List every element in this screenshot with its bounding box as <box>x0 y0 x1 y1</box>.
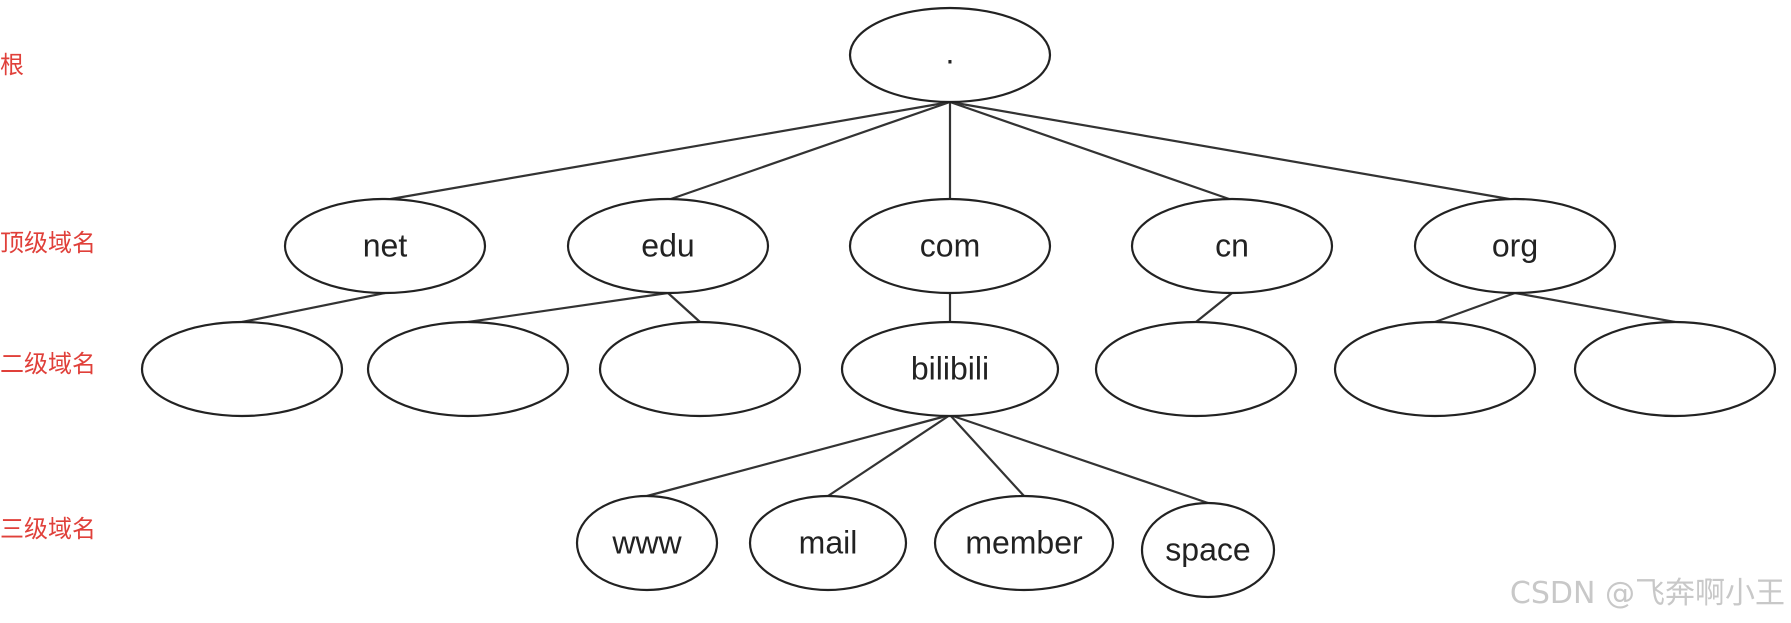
watermark-text: CSDN @飞奔啊小王 <box>1510 576 1785 611</box>
node-org-ellipse <box>1413 197 1617 295</box>
node-edu: edu <box>566 197 770 295</box>
node-net-child <box>140 320 344 418</box>
level-label-root: 根 <box>0 51 24 79</box>
node-mail: mail <box>748 494 908 592</box>
edge-bilibili-space <box>949 413 1209 505</box>
node-root-label: . <box>946 34 955 70</box>
node-org-child-1-ellipse <box>1333 320 1537 418</box>
node-www: www <box>575 494 719 592</box>
node-member: member <box>933 494 1115 592</box>
node-mail-label: mail <box>799 524 858 560</box>
node-com-ellipse <box>848 197 1052 295</box>
node-cn: cn <box>1130 197 1334 295</box>
node-org-child-2 <box>1573 320 1777 418</box>
node-org: org <box>1413 197 1617 295</box>
level-label-tld: 顶级域名 <box>0 229 96 257</box>
node-www-ellipse <box>575 494 719 592</box>
node-org-label: org <box>1492 227 1538 263</box>
node-www-label: www <box>611 524 682 560</box>
node-cn-ellipse <box>1130 197 1334 295</box>
node-edu-child-2 <box>598 320 802 418</box>
node-edu-child-1 <box>366 320 570 418</box>
edge-edu-child-1 <box>467 291 669 324</box>
node-org-child-1 <box>1333 320 1537 418</box>
edge-root-edu <box>667 100 951 202</box>
node-com: com <box>848 197 1052 295</box>
edge-bilibili-mail <box>827 414 951 497</box>
node-member-ellipse <box>933 494 1115 592</box>
node-cn-child <box>1094 320 1298 418</box>
node-edu-child-2-ellipse <box>598 320 802 418</box>
node-edu-label: edu <box>641 227 694 263</box>
node-space-label: space <box>1165 531 1250 567</box>
edge-org-child-1 <box>1434 291 1516 324</box>
edge-root-net <box>384 100 951 202</box>
edge-cn-child <box>1195 292 1233 323</box>
node-root: . <box>848 6 1052 104</box>
node-net-ellipse <box>283 197 487 295</box>
edge-bilibili-member <box>949 414 1025 497</box>
level-labels: 根 顶级域名 二级域名 三级域名 <box>0 51 96 543</box>
node-cn-label: cn <box>1215 227 1249 263</box>
tree-edges <box>241 100 1676 505</box>
level-label-third: 三级域名 <box>0 515 96 543</box>
edge-root-cn <box>949 100 1233 202</box>
node-member-label: member <box>965 524 1083 560</box>
level-label-sld: 二级域名 <box>0 350 96 378</box>
node-root-ellipse <box>848 6 1052 104</box>
node-space: space <box>1140 501 1276 599</box>
edge-net-child <box>241 291 386 324</box>
node-edu-child-1-ellipse <box>366 320 570 418</box>
edge-root-org <box>949 100 1516 202</box>
node-com-label: com <box>920 227 980 263</box>
node-cn-child-ellipse <box>1094 320 1298 418</box>
node-net: net <box>283 197 487 295</box>
node-bilibili-label: bilibili <box>911 350 989 386</box>
node-bilibili-ellipse <box>840 320 1060 418</box>
node-mail-ellipse <box>748 494 908 592</box>
node-space-ellipse <box>1140 501 1276 599</box>
edge-edu-child-2 <box>667 292 701 323</box>
node-net-label: net <box>363 227 408 263</box>
node-edu-ellipse <box>566 197 770 295</box>
node-net-child-ellipse <box>140 320 344 418</box>
node-org-child-2-ellipse <box>1573 320 1777 418</box>
node-bilibili: bilibili <box>840 320 1060 418</box>
edge-bilibili-www <box>646 413 951 498</box>
edge-org-child-2 <box>1514 291 1676 324</box>
